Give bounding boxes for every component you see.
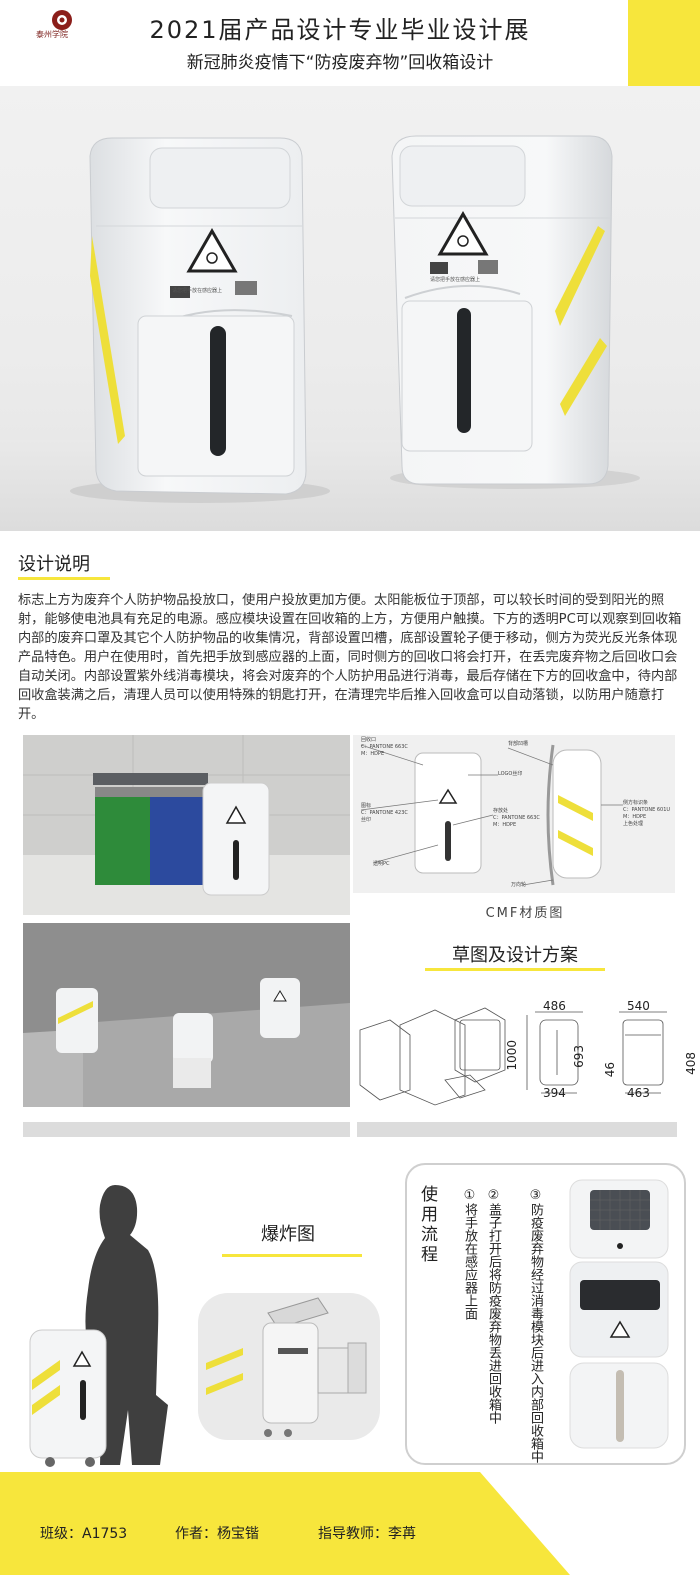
sketch-underline: [425, 968, 605, 971]
section-heading-design: 设计说明: [18, 554, 90, 575]
cmf-label-pc: 透明PC: [373, 861, 390, 867]
hero-bins-illustration: [70, 135, 640, 503]
usage-step-2: ②盖子打开后将防疫废弃物丢进回收箱中: [486, 1188, 501, 1424]
dim-height: 1000: [505, 1040, 519, 1071]
dim-bottom-side: 463: [627, 1086, 650, 1100]
hero-panel-caption-right: 请您把手放在感应器上: [430, 277, 481, 283]
explode-underline: [222, 1254, 362, 1257]
usage-step-3: ③防疫废弃物经过消毒模块后进入内部回收箱中: [528, 1188, 543, 1463]
dim-inner-height: 693: [572, 1045, 586, 1068]
cmf-label-wheel: 万向轮: [511, 882, 527, 888]
dim-width-front: 486: [543, 999, 566, 1013]
logo-text: 泰州学院: [36, 30, 68, 39]
sketch-section-title: 草图及设计方案: [452, 945, 578, 966]
footer-advisor: 指导教师：李苒: [318, 1526, 416, 1542]
cmf-label-logo: LOGO丝印: [498, 771, 523, 777]
divider-bar-right: [357, 1122, 677, 1137]
usage-step-1: ①将手放在感应器上面: [462, 1188, 477, 1320]
dim-bottom-front: 394: [543, 1086, 566, 1100]
header-accent-block: [628, 0, 700, 86]
usage-detail-renders: [569, 1179, 669, 1449]
divider-bar-left: [23, 1122, 350, 1137]
hero-panel-caption-left: 请您把手放在感应器上: [172, 288, 223, 294]
dim-base: 46: [603, 1062, 617, 1078]
dim-width-side: 540: [627, 999, 650, 1013]
explode-illustration: [206, 1297, 367, 1437]
page-subtitle: 新冠肺炎疫情下“防疫废弃物”回收箱设计: [186, 53, 494, 73]
dim-side-height: 408: [684, 1052, 698, 1075]
design-description: 标志上方为废弃个人防护物品投放口，使用户投放更加方便。太阳能板位于顶部，可以较长…: [18, 593, 682, 722]
cmf-caption: CMF材质图: [485, 906, 565, 921]
usage-title: 使用流程: [417, 1185, 437, 1265]
section-underline: [18, 577, 110, 580]
scene-render-street: [23, 735, 350, 915]
school-logo: [38, 8, 86, 40]
sketch-drawings: [359, 1007, 667, 1106]
footer-author: 作者：杨宝锴: [175, 1526, 259, 1542]
page-title: 2021届产品设计专业毕业设计展: [149, 16, 531, 44]
explode-title: 爆炸图: [261, 1224, 315, 1245]
footer-white-wedge: [480, 1472, 700, 1575]
footer-class: 班级：A1753: [40, 1526, 128, 1542]
user-silhouette-illustration: [29, 1185, 168, 1467]
scene-render-interior: [23, 923, 350, 1107]
cmf-label-back-groove: 背部凹槽: [508, 741, 529, 747]
